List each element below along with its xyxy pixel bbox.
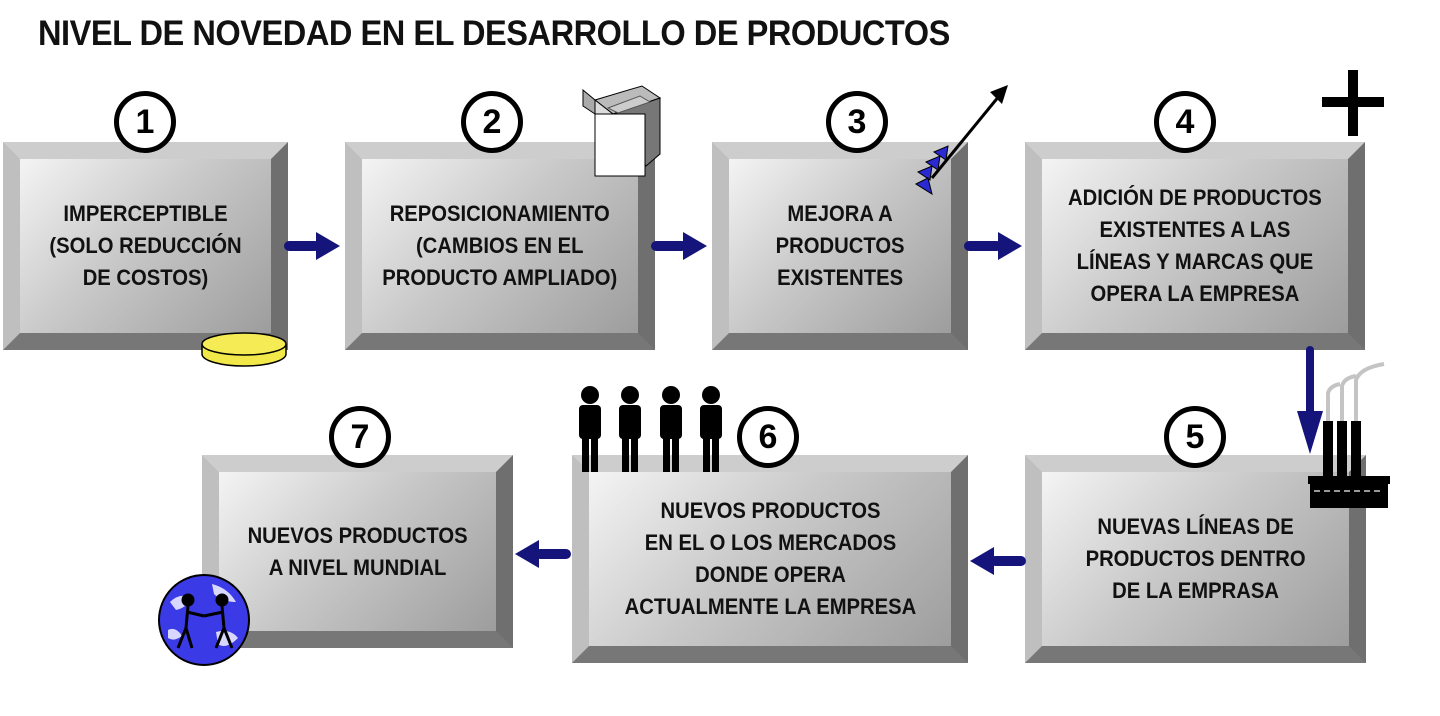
step-text: NUEVOS PRODUCTOS A NIVEL MUNDIAL [247,522,468,580]
globe-icon [158,574,250,666]
step-text: REPOSICIONAMIENTO (CAMBIOS EN EL PRODUCT… [382,201,618,290]
step-number-5: 5 [1164,406,1226,468]
coin-icon [201,332,287,367]
arrow-up-icon [914,85,1008,196]
step-box-5: NUEVAS LÍNEAS DE PRODUCTOS DENTRO DE LA … [1025,455,1366,663]
factory-icon [1308,362,1390,508]
step-box-2: REPOSICIONAMIENTO (CAMBIOS EN EL PRODUCT… [345,142,655,350]
step-text: MEJORA A PRODUCTOS EXISTENTES [775,201,905,290]
step-text: ADICIÓN DE PRODUCTOS EXISTENTES A LAS LÍ… [1068,185,1322,306]
step-box-3: MEJORA A PRODUCTOS EXISTENTES [712,142,968,350]
people-icon [579,386,722,472]
page-title: NIVEL DE NOVEDAD EN EL DESARROLLO DE PRO… [38,14,950,53]
right-arrow-icon [651,232,707,260]
step-number-6: 6 [737,406,799,468]
step-text: IMPERCEPTIBLE (SOLO REDUCCIÓN DE COSTOS) [49,201,242,290]
step-box-4: ADICIÓN DE PRODUCTOS EXISTENTES A LAS LÍ… [1025,142,1365,350]
left-arrow-icon [515,540,571,568]
step-number-2: 2 [461,91,523,153]
right-arrow-icon [284,232,340,260]
step-box-7: NUEVOS PRODUCTOS A NIVEL MUNDIAL [202,455,513,648]
step-text: NUEVAS LÍNEAS DE PRODUCTOS DENTRO DE LA … [1085,514,1306,603]
down-arrow-icon [1297,346,1323,454]
right-arrow-icon [964,232,1022,260]
step-number-7: 7 [329,406,391,468]
step-number-4: 4 [1154,91,1216,153]
step-number-3: 3 [826,91,888,153]
left-arrow-icon [970,547,1026,575]
plus-icon [1322,70,1384,136]
step-text: NUEVOS PRODUCTOS EN EL O LOS MERCADOS DO… [624,498,916,619]
step-box-1: IMPERCEPTIBLE (SOLO REDUCCIÓN DE COSTOS) [3,142,288,350]
step-number-1: 1 [114,91,176,153]
step-box-6: NUEVOS PRODUCTOS EN EL O LOS MERCADOS DO… [572,455,968,663]
box-icon [582,85,662,177]
